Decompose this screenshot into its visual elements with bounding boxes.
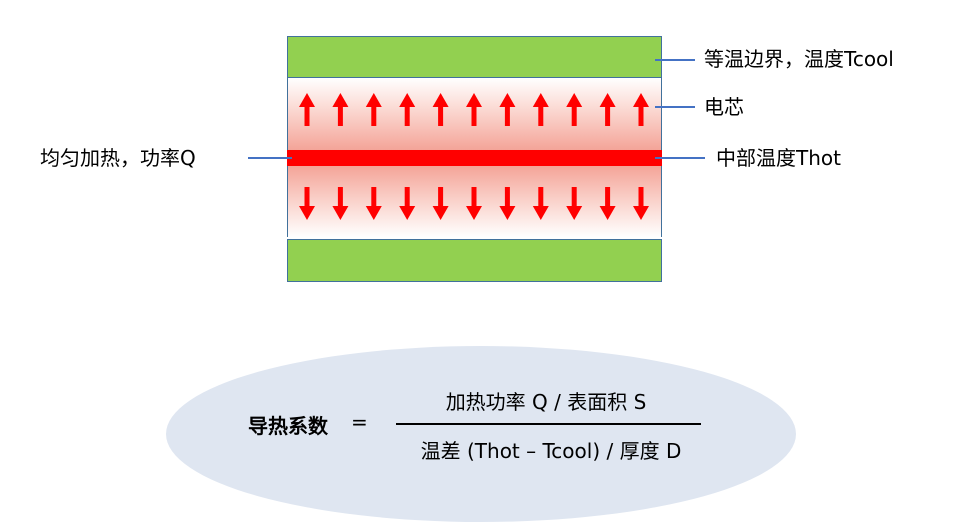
heat-flow-down-arrow (365, 187, 382, 220)
bottom-cooling-plate (287, 239, 662, 282)
heat-flow-up-arrow (365, 93, 382, 126)
heat-flow-up-arrows (299, 93, 649, 126)
heat-flow-up-arrow (432, 93, 449, 126)
heat-flow-down-arrow (466, 187, 482, 220)
fraction-bar (396, 423, 701, 425)
label-center-temp: 中部温度Thot (716, 146, 841, 170)
heat-flow-up-arrow (566, 93, 583, 126)
heat-flow-up-arrow (399, 93, 416, 126)
heat-flow-up-arrow (599, 93, 616, 126)
heat-flow-down-arrow (299, 187, 315, 220)
heat-flow-up-arrow (466, 93, 482, 126)
heat-flow-down-arrow (399, 187, 416, 220)
heat-flow-up-arrow (332, 93, 349, 126)
label-core: 电芯 (704, 95, 744, 119)
heat-flow-up-arrow (633, 93, 649, 126)
heat-flow-up-arrow (299, 93, 315, 126)
heat-flow-down-arrow (332, 187, 349, 220)
heater-strip (287, 150, 662, 166)
heat-flow-up-arrow (499, 93, 516, 126)
formula-denominator: 温差 (Thot – Tcool) / 厚度 D (420, 439, 682, 463)
heat-flow-down-arrow (499, 187, 516, 220)
heat-flow-down-arrows (299, 187, 649, 220)
heat-flow-up-arrow (532, 93, 549, 126)
formula-lhs: 导热系数 (248, 414, 328, 438)
heat-flow-down-arrow (633, 187, 649, 220)
heat-flow-down-arrow (432, 187, 449, 220)
top-cooling-plate (287, 36, 662, 78)
heat-flow-down-arrow (599, 187, 616, 220)
label-boundary: 等温边界，温度Tcool (704, 47, 894, 71)
heat-flow-down-arrow (532, 187, 549, 220)
heat-flow-down-arrow (566, 187, 583, 220)
formula-numerator: 加热功率 Q / 表面积 S (445, 390, 647, 414)
formula-equals: = (351, 410, 368, 434)
formula-ellipse (166, 346, 796, 522)
label-heating: 均匀加热，功率Q (40, 146, 196, 170)
